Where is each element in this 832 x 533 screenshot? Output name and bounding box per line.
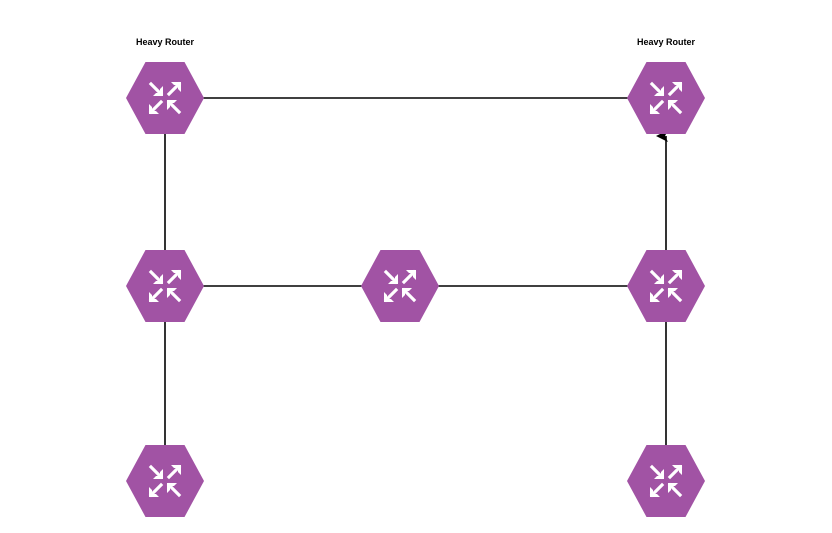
- router-top-right[interactable]: [627, 62, 705, 134]
- router-hexagon: [627, 62, 705, 134]
- router-top-left[interactable]: [126, 62, 204, 134]
- router-mid-center[interactable]: [361, 250, 439, 322]
- router-bottom-right[interactable]: [627, 445, 705, 517]
- router-hexagon: [126, 250, 204, 322]
- router-hexagon: [126, 62, 204, 134]
- router-label: Heavy Router: [135, 37, 195, 47]
- router-hexagon: [126, 445, 204, 517]
- router-hexagon: [361, 250, 439, 322]
- routers-layer: [126, 62, 705, 517]
- router-label: Heavy Router: [636, 37, 696, 47]
- router-mid-left[interactable]: [126, 250, 204, 322]
- router-hexagon: [627, 445, 705, 517]
- router-bottom-left[interactable]: [126, 445, 204, 517]
- router-hexagon: [627, 250, 705, 322]
- router-mid-right[interactable]: [627, 250, 705, 322]
